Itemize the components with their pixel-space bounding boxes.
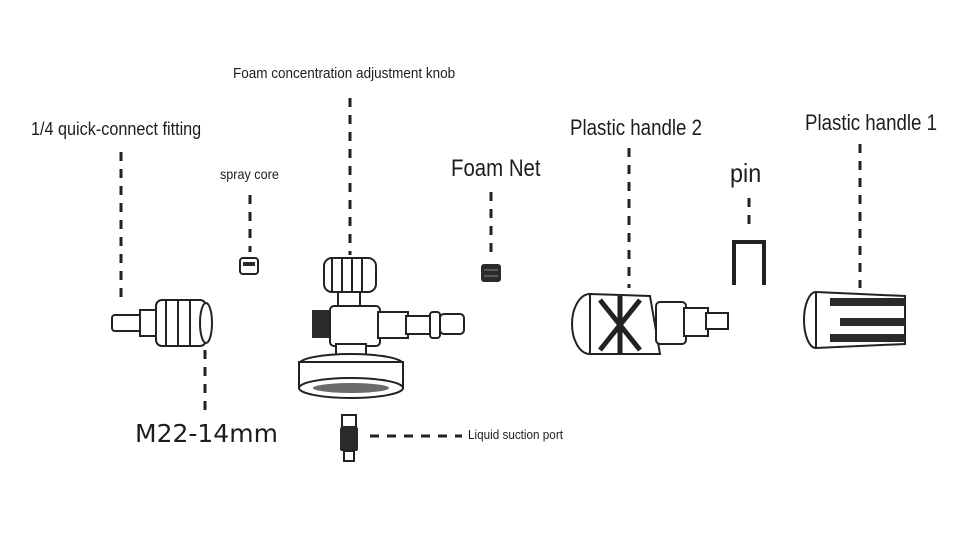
foam-net-illustration — [481, 264, 501, 282]
quick-connect-fitting-illustration — [111, 299, 213, 347]
label-thread: M22-14mm — [135, 419, 278, 448]
plastic-handle-1-illustration — [803, 290, 906, 350]
spray-core-illustration — [239, 257, 259, 275]
label-handle2: Plastic handle 2 — [570, 115, 703, 140]
pin-illustration — [732, 240, 766, 285]
label-suction: Liquid suction port — [468, 427, 563, 442]
foam-cannon-body-illustration — [298, 257, 465, 399]
liquid-suction-port-illustration — [340, 414, 358, 462]
label-foam-net: Foam Net — [451, 155, 541, 182]
label-pin: pin — [730, 158, 762, 188]
label-spray-core: spray core — [220, 166, 279, 182]
label-quick-connect: 1/4 quick-connect fitting — [31, 119, 202, 139]
label-knob: Foam concentration adjustment knob — [233, 65, 456, 82]
label-handle1: Plastic handle 1 — [805, 110, 938, 135]
plastic-handle-2-illustration — [571, 292, 729, 355]
